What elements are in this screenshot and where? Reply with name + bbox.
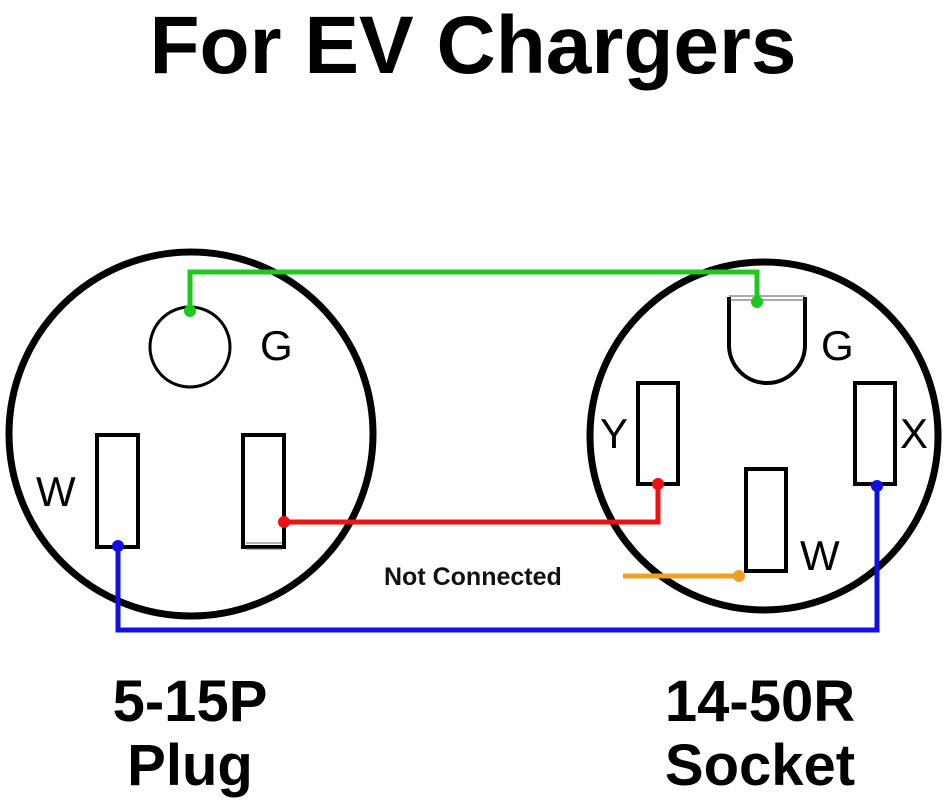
socket-outline	[586, 258, 942, 614]
socket-ground-label: G	[821, 322, 854, 369]
not-connected-wire: Not Connected	[384, 563, 745, 591]
socket-type: Socket	[664, 733, 856, 798]
plug-ground-pin	[148, 305, 232, 389]
plug-outline	[5, 248, 377, 620]
hot-wire	[278, 478, 664, 528]
hot-wire-line	[284, 484, 661, 525]
neutral-wire-line	[115, 486, 880, 633]
socket-neutral-label: W	[800, 532, 840, 579]
not-connected-wire-dot	[733, 570, 745, 582]
socket-face: G Y X W	[586, 258, 942, 614]
ground-wire-line	[187, 269, 760, 312]
socket-ground-slot	[727, 297, 807, 385]
plug-type: Plug	[127, 733, 253, 798]
socket-x-slot	[853, 381, 897, 486]
ground-wire	[184, 269, 763, 317]
diagram-title: For EV Chargers	[149, 0, 797, 91]
socket-x-label: X	[900, 410, 928, 457]
hot-wire-dot-socket	[652, 478, 664, 490]
plug-neutral-label: W	[36, 468, 76, 515]
plug-ground-label: G	[260, 322, 293, 369]
socket-y-slot	[636, 381, 680, 486]
neutral-wire-dot-plug	[112, 540, 124, 552]
socket-y-label: Y	[600, 410, 628, 457]
socket-neutral-slot	[744, 467, 788, 573]
neutral-wire	[112, 480, 883, 633]
not-connected-label: Not Connected	[384, 563, 562, 591]
hot-wire-dot-plug	[278, 516, 290, 528]
plug-neutral-blade	[95, 433, 140, 549]
plug-caption: 5-15P Plug	[70, 670, 310, 798]
plug-hot-blade	[241, 433, 286, 549]
socket-caption: 14-50R Socket	[620, 670, 900, 798]
ground-wire-dot-socket	[751, 296, 763, 308]
ground-wire-dot-plug	[184, 305, 196, 317]
neutral-wire-dot-socket	[871, 480, 883, 492]
plug-model: 5-15P	[112, 669, 268, 734]
socket-model: 14-50R	[664, 669, 856, 734]
